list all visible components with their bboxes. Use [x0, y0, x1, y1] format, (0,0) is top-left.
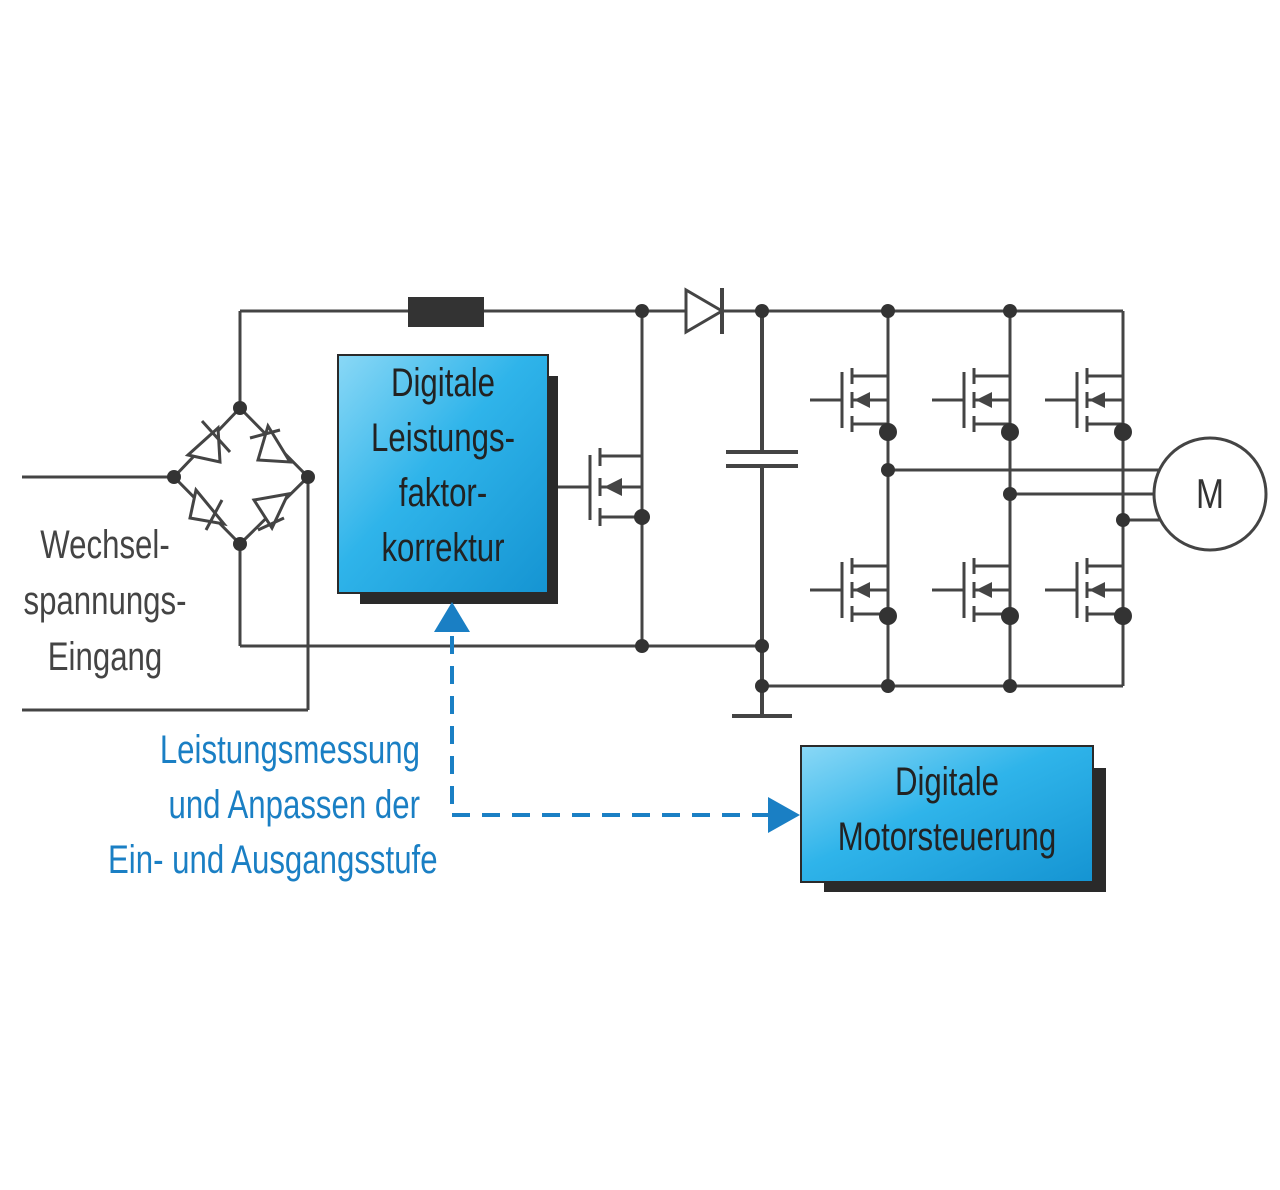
pfc-block-label: Digitale Leistungs- faktor- korrektur — [371, 361, 515, 570]
inverter-bridge — [886, 311, 1162, 686]
motor-label: M — [1196, 470, 1224, 517]
ac-input-wires — [22, 475, 310, 712]
measurement-feedback-line — [450, 636, 772, 817]
dc-link-capacitor — [726, 311, 798, 718]
transistor-v-low — [930, 556, 1012, 624]
motor-feedback-arrow — [768, 797, 800, 833]
transistor-v-high — [930, 360, 1012, 434]
pfc-feedback-arrow — [434, 602, 470, 632]
motor-control-block-label: Digitale Motorsteuerung — [837, 760, 1057, 859]
transistor-w-high — [1043, 360, 1125, 434]
rectifier-bridge — [171, 405, 311, 547]
top-bus — [238, 309, 1123, 648]
inductor — [408, 297, 484, 327]
measurement-label: Leistungsmessung und Anpassen der Ein- u… — [108, 728, 438, 882]
pfc-switch — [548, 311, 644, 646]
motor-symbol — [1152, 436, 1268, 552]
transistor-u-high — [808, 360, 890, 434]
ac-input-label: Wechsel- spannungs- Eingang — [23, 523, 187, 679]
inverter-transistors — [808, 360, 1125, 624]
boost-diode — [684, 287, 725, 335]
junction-dots — [167, 304, 1132, 693]
pfc-switch-arrow — [604, 478, 622, 496]
transistor-u-low — [808, 556, 890, 624]
transistor-w-low — [1043, 556, 1125, 624]
motor-control-block — [800, 745, 1106, 892]
pfc-block — [337, 354, 558, 604]
